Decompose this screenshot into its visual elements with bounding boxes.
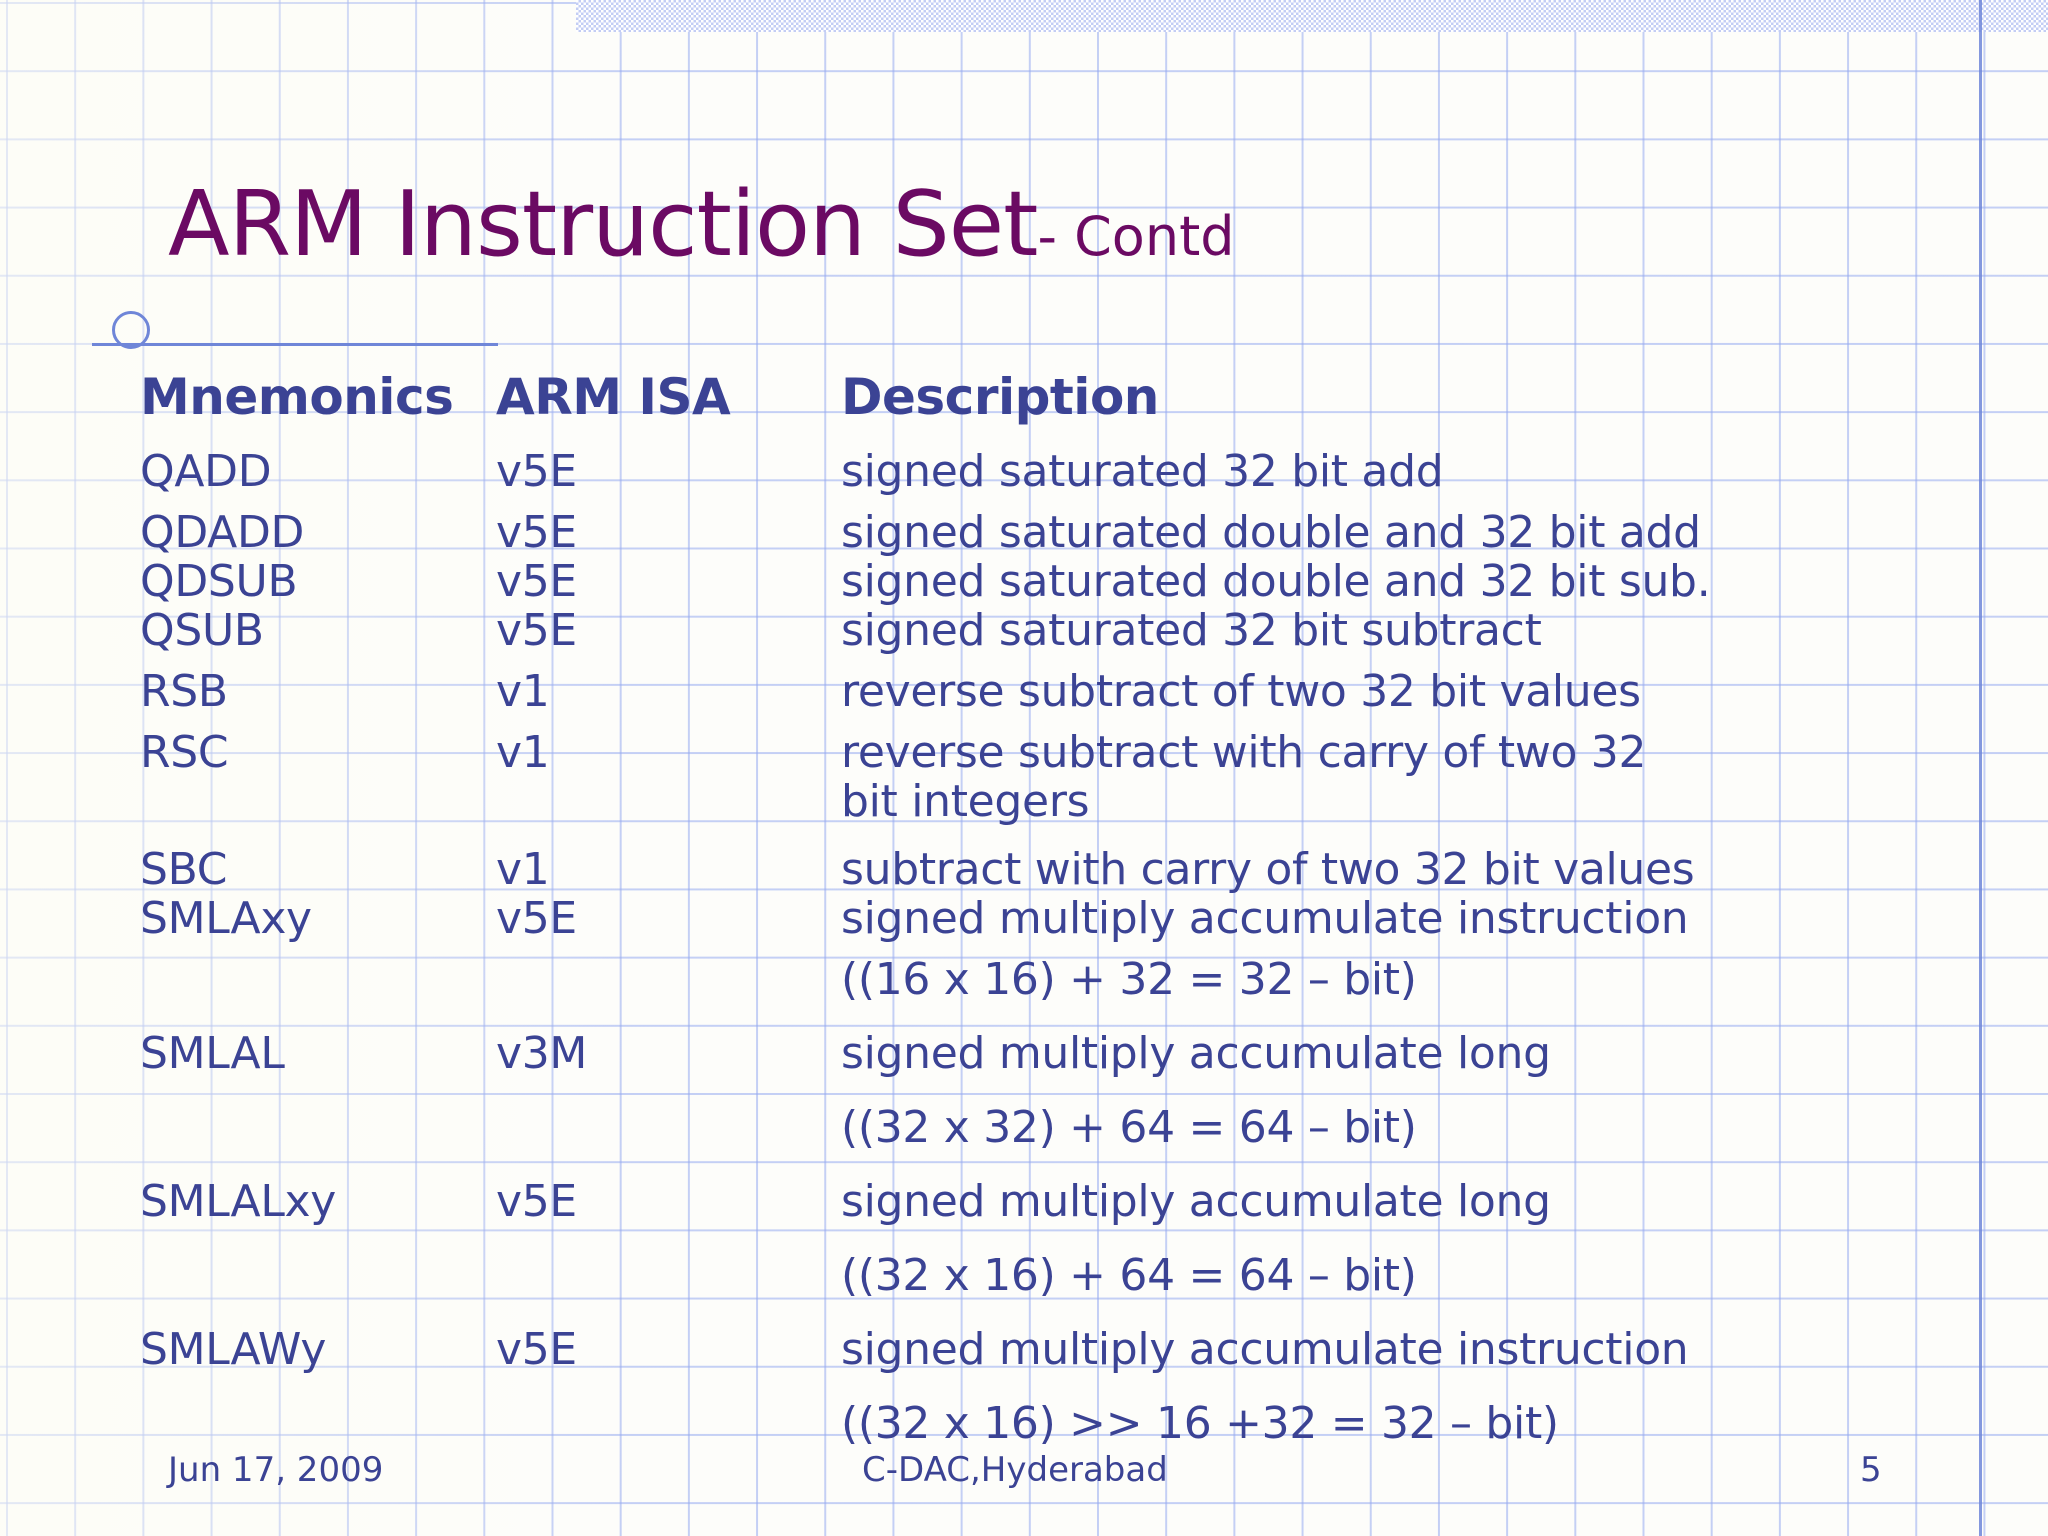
table-row: SMLAxy v5E signed multiply accumulate in…	[0, 893, 2048, 954]
cell-description: signed saturated double and 32 bit sub.	[841, 556, 1711, 607]
cell-description: signed multiply accumulate instruction	[841, 1324, 1689, 1375]
table-row: RSB v1 reverse subtract of two 32 bit va…	[0, 666, 2048, 727]
cell-mnemonic: SMLALxy	[140, 1176, 337, 1227]
cell-description: bit integers	[841, 776, 1090, 827]
table-row: SMLALxy v5E signed multiply accumulate l…	[0, 1176, 2048, 1250]
footer-organization: C-DAC,Hyderabad	[862, 1450, 1168, 1490]
instruction-table: Mnemonics ARM ISA Description QADD v5E s…	[0, 368, 2048, 1472]
table-row-formula: ((32 x 16) >> 16 +32 = 32 – bit)	[0, 1398, 2048, 1472]
table-row: QDSUB v5E signed saturated double and 32…	[0, 556, 2048, 607]
cell-description: ((32 x 16) + 64 = 64 – bit)	[841, 1250, 1417, 1301]
top-dither-band	[576, 0, 2048, 32]
table-row: QADD v5E signed saturated 32 bit add	[0, 446, 2048, 507]
cell-mnemonic: QADD	[140, 446, 272, 497]
cell-mnemonic: QSUB	[140, 605, 264, 656]
cell-isa: v1	[496, 666, 550, 717]
table-row: SMLAL v3M signed multiply accumulate lon…	[0, 1028, 2048, 1102]
page-title-main: ARM Instruction Set	[168, 172, 1038, 277]
table-row-formula: ((32 x 32) + 64 = 64 – bit)	[0, 1102, 2048, 1176]
table-row: QSUB v5E signed saturated 32 bit subtrac…	[0, 605, 2048, 666]
cell-isa: v1	[496, 727, 550, 778]
title-underline-rule	[92, 343, 498, 346]
column-header-description: Description	[841, 368, 1159, 426]
cell-mnemonic: SMLAL	[140, 1028, 285, 1079]
cell-isa: v5E	[496, 605, 577, 656]
column-header-arm-isa: ARM ISA	[496, 368, 731, 426]
cell-isa: v3M	[496, 1028, 588, 1079]
table-row: SBC v1 subtract with carry of two 32 bit…	[0, 844, 2048, 895]
table-row: SMLAWy v5E signed multiply accumulate in…	[0, 1324, 2048, 1398]
cell-description: reverse subtract of two 32 bit values	[841, 666, 1641, 717]
cell-description: reverse subtract with carry of two 32	[841, 727, 1647, 778]
cell-mnemonic: RSB	[140, 666, 228, 717]
cell-description: signed multiply accumulate long	[841, 1028, 1551, 1079]
cell-mnemonic: SMLAxy	[140, 893, 312, 944]
cell-description: signed saturated 32 bit subtract	[841, 605, 1542, 656]
table-row-formula: ((16 x 16) + 32 = 32 – bit)	[0, 954, 2048, 1028]
title-ring-decoration-icon	[112, 311, 150, 349]
page-title: ARM Instruction Set- Contd	[168, 172, 1235, 277]
footer-date: Jun 17, 2009	[168, 1450, 384, 1490]
cell-isa: v5E	[496, 507, 577, 558]
cell-mnemonic: QDSUB	[140, 556, 298, 607]
cell-isa: v5E	[496, 893, 577, 944]
cell-description: subtract with carry of two 32 bit values	[841, 844, 1695, 895]
footer-page-number: 5	[1860, 1450, 1882, 1490]
table-row: QDADD v5E signed saturated double and 32…	[0, 507, 2048, 558]
cell-description: ((32 x 32) + 64 = 64 – bit)	[841, 1102, 1417, 1153]
cell-isa: v5E	[496, 1176, 577, 1227]
slide-footer: Jun 17, 2009 C-DAC,Hyderabad 5	[0, 1440, 2048, 1500]
cell-isa: v1	[496, 844, 550, 895]
column-header-mnemonics: Mnemonics	[140, 368, 454, 426]
cell-mnemonic: SBC	[140, 844, 228, 895]
table-header-row: Mnemonics ARM ISA Description	[0, 368, 2048, 446]
table-row-formula: ((32 x 16) + 64 = 64 – bit)	[0, 1250, 2048, 1324]
cell-mnemonic: RSC	[140, 727, 229, 778]
page-title-suffix: - Contd	[1037, 205, 1235, 268]
cell-description: signed multiply accumulate long	[841, 1176, 1551, 1227]
cell-isa: v5E	[496, 446, 577, 497]
cell-isa: v5E	[496, 556, 577, 607]
table-row: RSC v1 reverse subtract with carry of tw…	[0, 727, 2048, 778]
cell-description: signed saturated double and 32 bit add	[841, 507, 1701, 558]
cell-description: signed multiply accumulate instruction	[841, 893, 1689, 944]
cell-description: ((32 x 16) >> 16 +32 = 32 – bit)	[841, 1398, 1559, 1449]
cell-description: ((16 x 16) + 32 = 32 – bit)	[841, 954, 1417, 1005]
cell-mnemonic: QDADD	[140, 507, 305, 558]
cell-description: signed saturated 32 bit add	[841, 446, 1444, 497]
cell-mnemonic: SMLAWy	[140, 1324, 327, 1375]
table-row-continuation: bit integers	[0, 776, 2048, 844]
cell-isa: v5E	[496, 1324, 577, 1375]
